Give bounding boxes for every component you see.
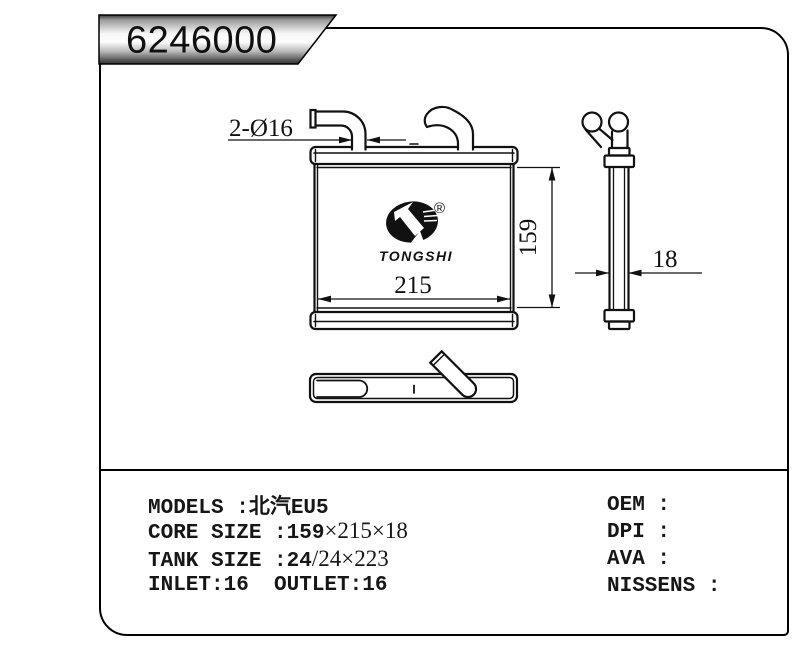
spec-label: MODELS : — [148, 497, 249, 520]
spec-value-serif: ×215×18 — [324, 518, 408, 543]
spec-label: NISSENS : — [607, 575, 721, 598]
side-top-cap — [603, 146, 636, 169]
sheet-border — [99, 27, 789, 636]
spec-label: TANK SIZE : — [148, 550, 287, 573]
part-number-banner: 6246000 — [98, 14, 338, 65]
tongshi-logo: ® TONGSHI — [379, 200, 453, 264]
spec-row-core-size: CORE SIZE :159×215×18 — [148, 518, 408, 546]
front-view — [309, 105, 519, 331]
spec-value: 159 — [286, 522, 325, 545]
bottom-view-outer — [308, 372, 519, 404]
spec-value: 24 — [286, 550, 312, 573]
logo-arrow — [394, 202, 424, 236]
dim-pipe-diameter: 2-Ø16 — [228, 115, 406, 144]
spec-label: DPI : — [607, 521, 671, 544]
side-bottom-cap — [603, 308, 636, 331]
spec-row-dpi: DPI : — [607, 521, 720, 548]
top-tank — [309, 143, 519, 166]
bottom-tank — [309, 310, 519, 331]
front-dimensions: 2-Ø16 215 159 — [228, 115, 560, 309]
spec-row-models: MODELS :北汽EU5 — [148, 490, 408, 520]
part-number: 6246000 — [126, 20, 277, 62]
logo-speed-lines — [422, 209, 439, 222]
registered-mark: ® — [434, 200, 445, 217]
spec-label: INLET:16 OUTLET:16 — [148, 574, 388, 597]
spec-row-oem: OEM : — [607, 494, 720, 521]
brand-wordmark: TONGSHI — [379, 248, 453, 264]
svg-text:215: 215 — [394, 272, 432, 299]
spec-row-ava: AVA : — [607, 548, 720, 575]
spec-divider — [101, 469, 787, 471]
bottom-view-diagonal-pipe — [428, 349, 478, 399]
spec-label: CORE SIZE : — [148, 522, 287, 545]
banner-shape — [98, 14, 338, 65]
dim-core-width: 215 — [318, 272, 510, 303]
spec-row-tank-size: TANK SIZE :24/24×223 — [148, 546, 408, 574]
spec-list-left: MODELS :北汽EU5 CORE SIZE :159×215×18 TANK… — [148, 490, 408, 602]
logo-tail-notch — [411, 231, 424, 243]
dim-core-height: 159 — [515, 166, 560, 309]
spec-value: 北汽EU5 — [248, 497, 329, 520]
spec-value-serif: /24×223 — [311, 546, 389, 571]
spec-list-right: OEM : DPI : AVA : NISSENS : — [607, 494, 720, 602]
svg-text:2-Ø16: 2-Ø16 — [229, 115, 293, 142]
side-view — [581, 111, 636, 331]
inlet-pipe — [309, 108, 367, 151]
spec-row-inlet-outlet: INLET:16 OUTLET:16 — [148, 574, 408, 602]
spec-label: OEM : — [607, 494, 671, 517]
svg-text:159: 159 — [515, 219, 542, 257]
bottom-view — [308, 349, 519, 404]
spec-row-nissens: NISSENS : — [607, 575, 720, 602]
core-body — [313, 162, 515, 314]
bottom-view-inner — [312, 376, 515, 400]
side-core-profile — [608, 165, 630, 312]
bottom-view-chamber — [316, 379, 369, 398]
svg-text:18: 18 — [653, 246, 678, 273]
spec-label: AVA : — [607, 548, 671, 571]
side-pipe-ends — [581, 111, 630, 150]
dim-core-depth: 18 — [575, 246, 702, 277]
outlet-pipe — [423, 105, 475, 151]
